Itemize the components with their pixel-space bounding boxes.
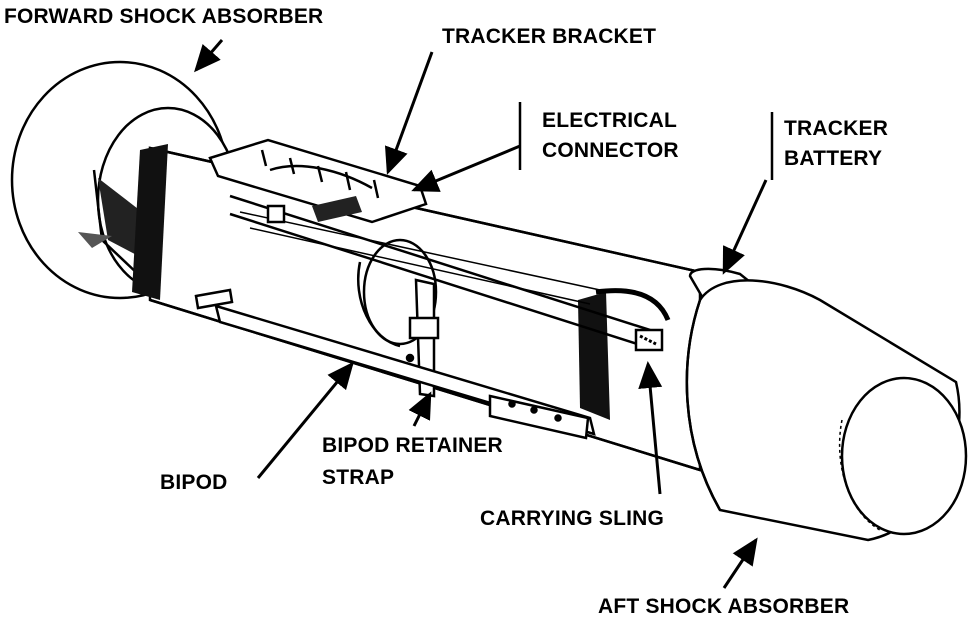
tracker-bracket: [208, 138, 428, 224]
label-tracker-battery: TRACKER BATTERY: [784, 117, 889, 170]
leader-tracker-battery: [722, 179, 768, 275]
label-aft-shock-absorber: AFT SHOCK ABSORBER: [598, 595, 850, 618]
bipod: [194, 288, 596, 440]
aft-shock-absorber: [685, 279, 968, 542]
leader-carrying-sling: [638, 361, 663, 495]
label-tracker-bracket: TRACKER BRACKET: [442, 25, 657, 48]
leader-electrical-connector: [411, 144, 521, 192]
leader-aft-shock-absorber: [722, 537, 758, 589]
label-electrical-connector: ELECTRICAL CONNECTOR: [542, 109, 679, 162]
leader-bipod-retainer-strap: [408, 391, 432, 427]
label-carrying-sling: CARRYING SLING: [480, 507, 665, 530]
label-forward-shock-absorber: FORWARD SHOCK ABSORBER: [4, 5, 324, 28]
label-bipod: BIPOD: [160, 471, 228, 494]
leader-forward-shock-absorber: [194, 39, 224, 73]
label-bipod-retainer-strap: BIPOD RETAINER STRAP: [322, 434, 503, 489]
leader-bipod: [256, 361, 354, 479]
carrying-sling: [229, 194, 664, 352]
leader-lines: [194, 39, 774, 589]
leader-tracker-bracket: [384, 51, 434, 175]
